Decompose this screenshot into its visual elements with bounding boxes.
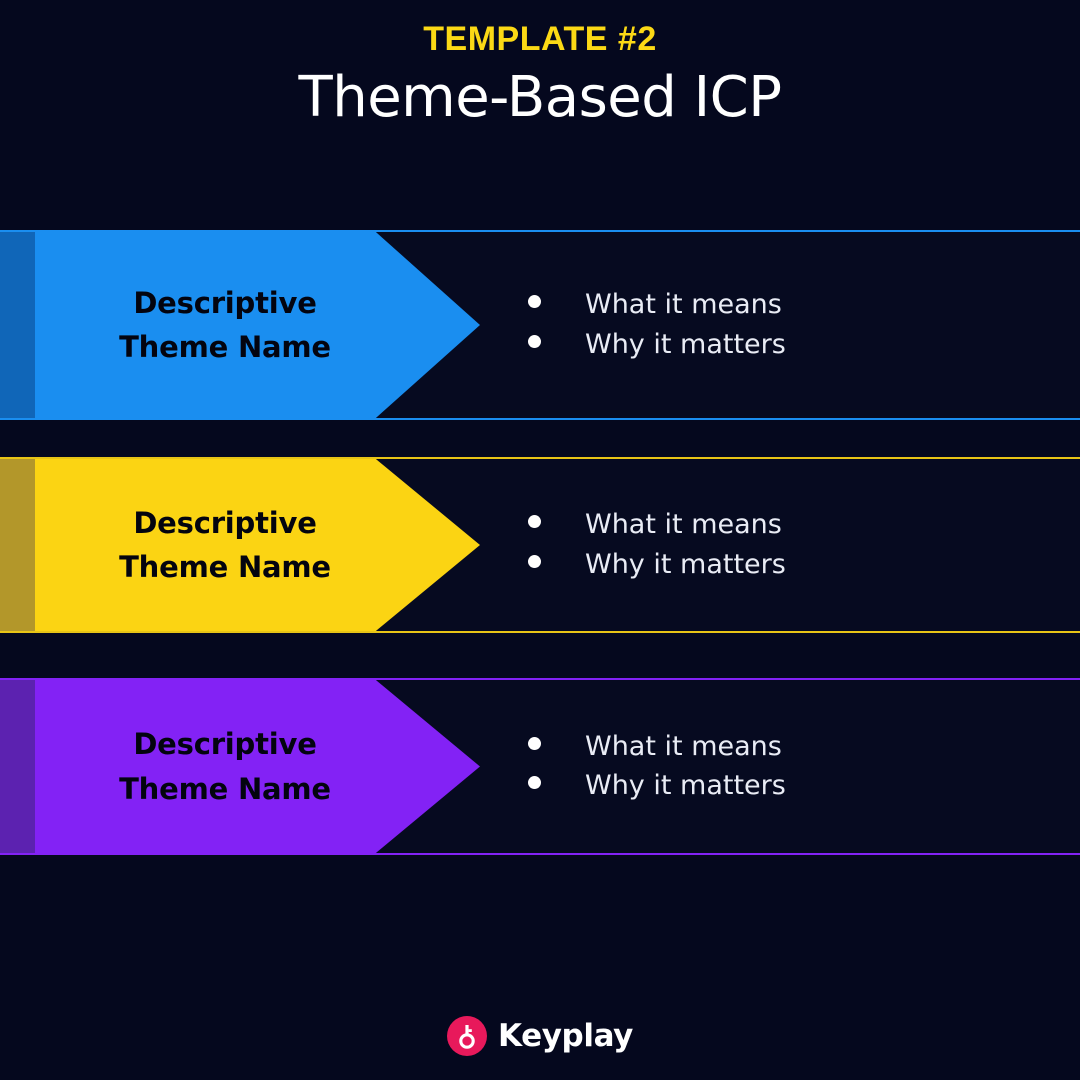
bullet-text: What it means: [585, 509, 782, 541]
theme-name-line1: Descriptive: [133, 727, 317, 762]
list-item: What it means: [528, 285, 786, 325]
bullet-text: Why it matters: [585, 549, 786, 580]
theme-arrow[interactable]: Descriptive Theme Name: [0, 232, 480, 418]
row-rule-top: [0, 230, 1080, 232]
row-rule-bottom: [0, 418, 1080, 420]
row-rule-top: [0, 457, 1080, 459]
template-eyebrow: TEMPLATE #2: [423, 20, 657, 58]
list-item: Why it matters: [528, 545, 786, 585]
list-item: Why it matters: [528, 325, 786, 365]
theme-arrow-body: Descriptive Theme Name: [35, 232, 480, 418]
theme-arrow-tab: [0, 232, 35, 418]
bullet-text: Why it matters: [585, 329, 786, 360]
list-item: What it means: [528, 727, 786, 767]
theme-row-yellow: Descriptive Theme Name What it means Why…: [0, 457, 1080, 633]
row-rule-bottom: [0, 853, 1080, 855]
theme-bullet-list: What it means Why it matters: [528, 505, 786, 585]
theme-arrow-tab: [0, 459, 35, 631]
row-rule-bottom: [0, 631, 1080, 633]
theme-name-label: Descriptive Theme Name: [45, 501, 405, 589]
page-title: Theme-Based ICP: [298, 64, 782, 130]
theme-arrow-body: Descriptive Theme Name: [35, 459, 480, 631]
theme-bullet-list: What it means Why it matters: [528, 285, 786, 365]
slide-header: TEMPLATE #2 Theme-Based ICP: [0, 0, 1080, 130]
theme-name-label: Descriptive Theme Name: [45, 722, 405, 810]
bullet-dot-icon: [528, 515, 541, 529]
theme-bullet-list: What it means Why it matters: [528, 727, 786, 807]
theme-arrow[interactable]: Descriptive Theme Name: [0, 459, 480, 631]
list-item: What it means: [528, 505, 786, 545]
row-rule-top: [0, 678, 1080, 680]
theme-row-blue: Descriptive Theme Name What it means Why…: [0, 230, 1080, 420]
theme-name-line2: Theme Name: [119, 771, 331, 806]
bullet-dot-icon: [528, 335, 541, 348]
theme-name-label: Descriptive Theme Name: [45, 281, 405, 369]
bullet-dot-icon: [528, 736, 541, 750]
theme-name-line1: Descriptive: [133, 505, 317, 540]
brand-logo: Keyplay: [0, 1016, 1080, 1056]
bullet-dot-icon: [528, 295, 541, 309]
bullet-dot-icon: [528, 776, 541, 790]
theme-arrow[interactable]: Descriptive Theme Name: [0, 680, 480, 853]
theme-row-purple: Descriptive Theme Name What it means Why…: [0, 678, 1080, 855]
theme-name-line2: Theme Name: [119, 330, 331, 364]
key-icon: [447, 1016, 488, 1056]
list-item: Why it matters: [528, 767, 786, 807]
brand-name: Keyplay: [498, 1017, 633, 1054]
theme-arrow-tab: [0, 680, 35, 853]
bullet-dot-icon: [528, 555, 541, 568]
theme-name-line2: Theme Name: [119, 550, 331, 584]
bullet-text: Why it matters: [585, 770, 786, 802]
theme-arrow-body: Descriptive Theme Name: [35, 680, 480, 853]
theme-name-line1: Descriptive: [133, 285, 317, 320]
bullet-text: What it means: [585, 730, 782, 762]
bullet-text: What it means: [585, 289, 782, 321]
